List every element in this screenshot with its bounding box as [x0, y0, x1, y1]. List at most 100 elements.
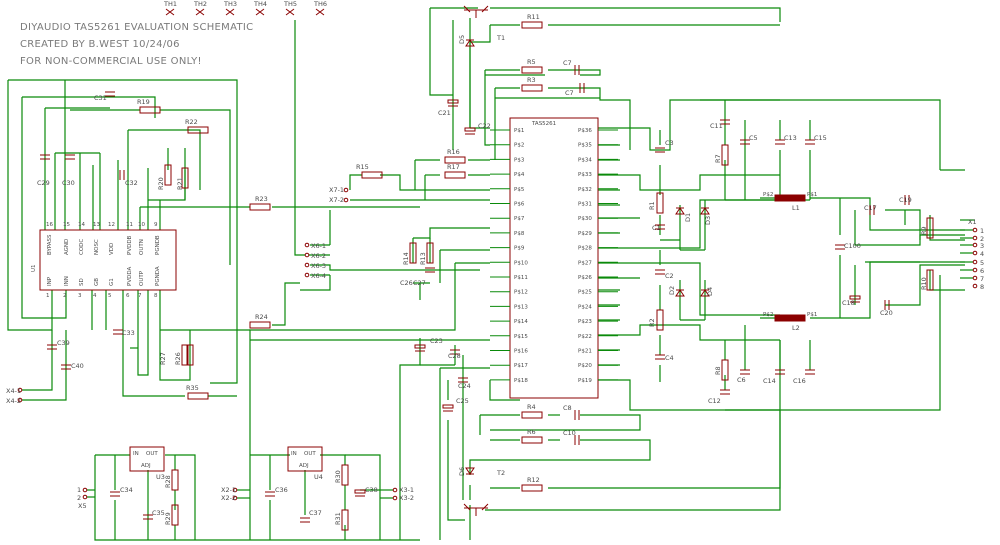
connector-pin	[972, 250, 978, 256]
resistor	[139, 106, 161, 114]
connector-label: X6-2	[311, 252, 326, 260]
usage-note: FOR NON-COMMERCIAL USE ONLY!	[20, 56, 202, 67]
input-ic-pin-num: 14	[78, 222, 85, 228]
capacitor	[579, 83, 585, 93]
main-ic-pin: P$6	[514, 202, 525, 208]
resistor-label: R23	[255, 195, 268, 203]
capacitor	[720, 119, 730, 125]
main-ic-pin: P$19	[578, 378, 592, 384]
connector-label: X5	[78, 502, 87, 510]
resistor	[409, 242, 417, 264]
connector-label: X7-1	[329, 186, 344, 194]
resistor-label: R29	[164, 512, 172, 525]
connector-label: X3-1	[399, 486, 414, 494]
resistor	[444, 156, 466, 164]
capacitor-label: C36	[275, 486, 288, 494]
regulator-in: IN	[291, 451, 297, 457]
inductor-label: L2	[792, 324, 800, 332]
resistor	[171, 469, 179, 491]
main-ic-pin: P$27	[578, 260, 592, 266]
main-ic-pin: P$8	[514, 231, 525, 237]
capacitor-label: C1	[652, 224, 661, 232]
resistor-label: R16	[447, 148, 460, 156]
input-ic-pin: VDD	[109, 243, 115, 255]
resistor	[521, 21, 543, 29]
resistor	[521, 411, 543, 419]
resistor-label: R7	[714, 154, 722, 163]
resistor-label: R6	[527, 428, 536, 436]
polarized-capacitor	[447, 99, 459, 104]
input-ic-pin: BYPASS	[47, 234, 53, 255]
connector-pin	[232, 487, 238, 493]
connector-label: X7-2	[329, 196, 344, 204]
main-ic-pin: P$15	[514, 334, 528, 340]
input-ic-pin-num: 15	[63, 222, 70, 228]
input-ic-pin-num: 6	[126, 293, 130, 299]
input-ic-pin-num: 7	[138, 293, 142, 299]
capacitor-label: C38	[365, 486, 378, 494]
diode-label: D3	[704, 216, 712, 225]
connector-label: X1	[968, 218, 977, 226]
connector-pin	[82, 487, 88, 493]
input-ic-pin-num: 8	[154, 293, 158, 299]
capacitor-label: C37	[309, 509, 322, 517]
testpoint-mark	[285, 8, 295, 16]
connector-label: X2-1	[221, 486, 236, 494]
capacitor-label: C32	[125, 179, 138, 187]
polarized-capacitor	[464, 127, 476, 132]
capacitor	[450, 349, 460, 355]
resistor-label: R12	[527, 476, 540, 484]
resistor	[721, 359, 729, 381]
polarized-capacitor	[414, 344, 426, 349]
component-layer	[17, 5, 978, 531]
capacitor	[655, 269, 665, 275]
capacitor	[113, 329, 123, 335]
inductor-label: L1	[792, 204, 800, 212]
connector-pin	[304, 252, 310, 258]
capacitor	[574, 65, 580, 75]
resistor-label: R14	[402, 252, 410, 265]
connector-label: 5	[980, 259, 984, 267]
capacitor	[47, 344, 57, 350]
capacitor	[119, 170, 125, 180]
input-ic-pin: CODC	[79, 239, 85, 255]
capacitor-label: C100	[844, 242, 861, 250]
capacitor-label: C13	[784, 134, 797, 142]
transistor	[463, 503, 489, 516]
main-ic-pin: P$35	[578, 143, 592, 149]
diode-label: D5	[458, 35, 466, 44]
regulator-out: OUT	[146, 451, 158, 457]
connector-pin	[17, 397, 23, 403]
capacitor-label: C25	[456, 397, 469, 405]
testpoint-label: TH5	[283, 0, 297, 8]
regulator-body	[287, 446, 323, 472]
resistor	[444, 171, 466, 179]
diode	[700, 289, 710, 297]
inductor	[774, 314, 806, 322]
input-ic-pin: NOSC	[94, 239, 100, 255]
capacitor	[300, 517, 310, 523]
input-ic-pin: G1	[109, 278, 115, 286]
main-ic-pin: P$18	[514, 378, 528, 384]
diode	[465, 39, 475, 47]
diode-label: D1	[684, 213, 692, 222]
input-ic-pin: PVDDA	[127, 267, 133, 286]
resistor-label: R17	[447, 163, 460, 171]
resistor	[164, 164, 172, 186]
connector-label: X4-2	[6, 397, 21, 405]
resistor	[181, 344, 189, 366]
main-ic-pin: P$14	[514, 319, 528, 325]
capacitor	[40, 154, 50, 160]
resistor	[171, 504, 179, 526]
connector-pin	[972, 283, 978, 289]
capacitor	[655, 354, 665, 360]
resistor-label: R31	[334, 512, 342, 525]
testpoint-label: TH6	[313, 0, 327, 8]
resistor	[187, 126, 209, 134]
testpoint-mark	[225, 8, 235, 16]
connector-label: X2-2	[221, 494, 236, 502]
capacitor-label: C7	[565, 89, 574, 97]
polarized-capacitor	[849, 295, 861, 300]
main-ic-pin: P$34	[578, 157, 592, 163]
